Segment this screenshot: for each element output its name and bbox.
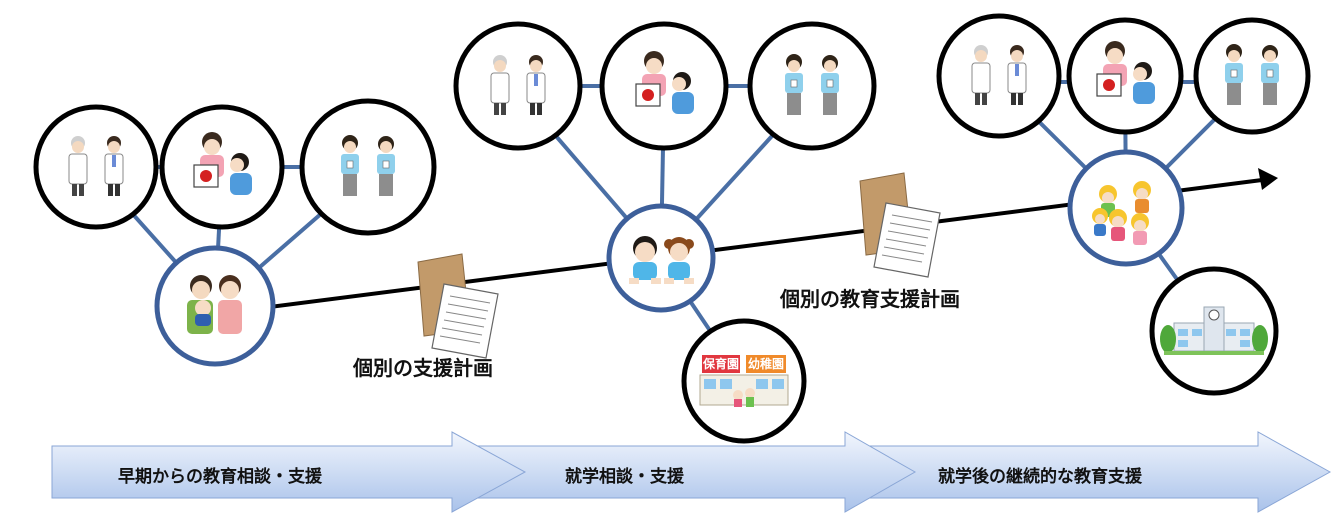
plan-document-1 (417, 253, 499, 359)
stage-label-early: 早期からの教育相談・支援 (118, 467, 322, 487)
stage-arrow-3 (869, 431, 1332, 513)
plan-label-early: 個別の支援計画 (353, 356, 493, 380)
stage-arrow-1 (51, 431, 527, 513)
kindergarten-circle (681, 318, 807, 444)
teacher-circle-2 (599, 21, 729, 151)
doctors-circle-1 (33, 104, 159, 230)
school-kids-hub (1067, 149, 1185, 267)
stage-arrow-2 (462, 431, 917, 513)
plan-label-school: 個別の教育支援計画 (780, 287, 960, 311)
document-envelope-icon (417, 253, 499, 359)
family-hub (154, 245, 276, 367)
staff-circle-1 (299, 98, 437, 236)
preschool-hub (606, 203, 716, 313)
plan-document-2 (859, 172, 941, 278)
document-envelope-icon (859, 172, 941, 278)
stage-label-continuing: 就学後の継続的な教育支援 (938, 467, 1142, 487)
teacher-circle-3 (1066, 17, 1184, 135)
school-circle (1149, 266, 1279, 396)
teacher-circle-1 (159, 104, 285, 230)
stage-arrows (51, 431, 1332, 513)
stage-label-enrollment: 就学相談・支援 (565, 467, 684, 487)
doctors-circle-3 (936, 13, 1062, 139)
doctors-circle-2 (453, 21, 583, 151)
staff-circle-3 (1193, 17, 1311, 135)
staff-circle-2 (747, 21, 877, 151)
